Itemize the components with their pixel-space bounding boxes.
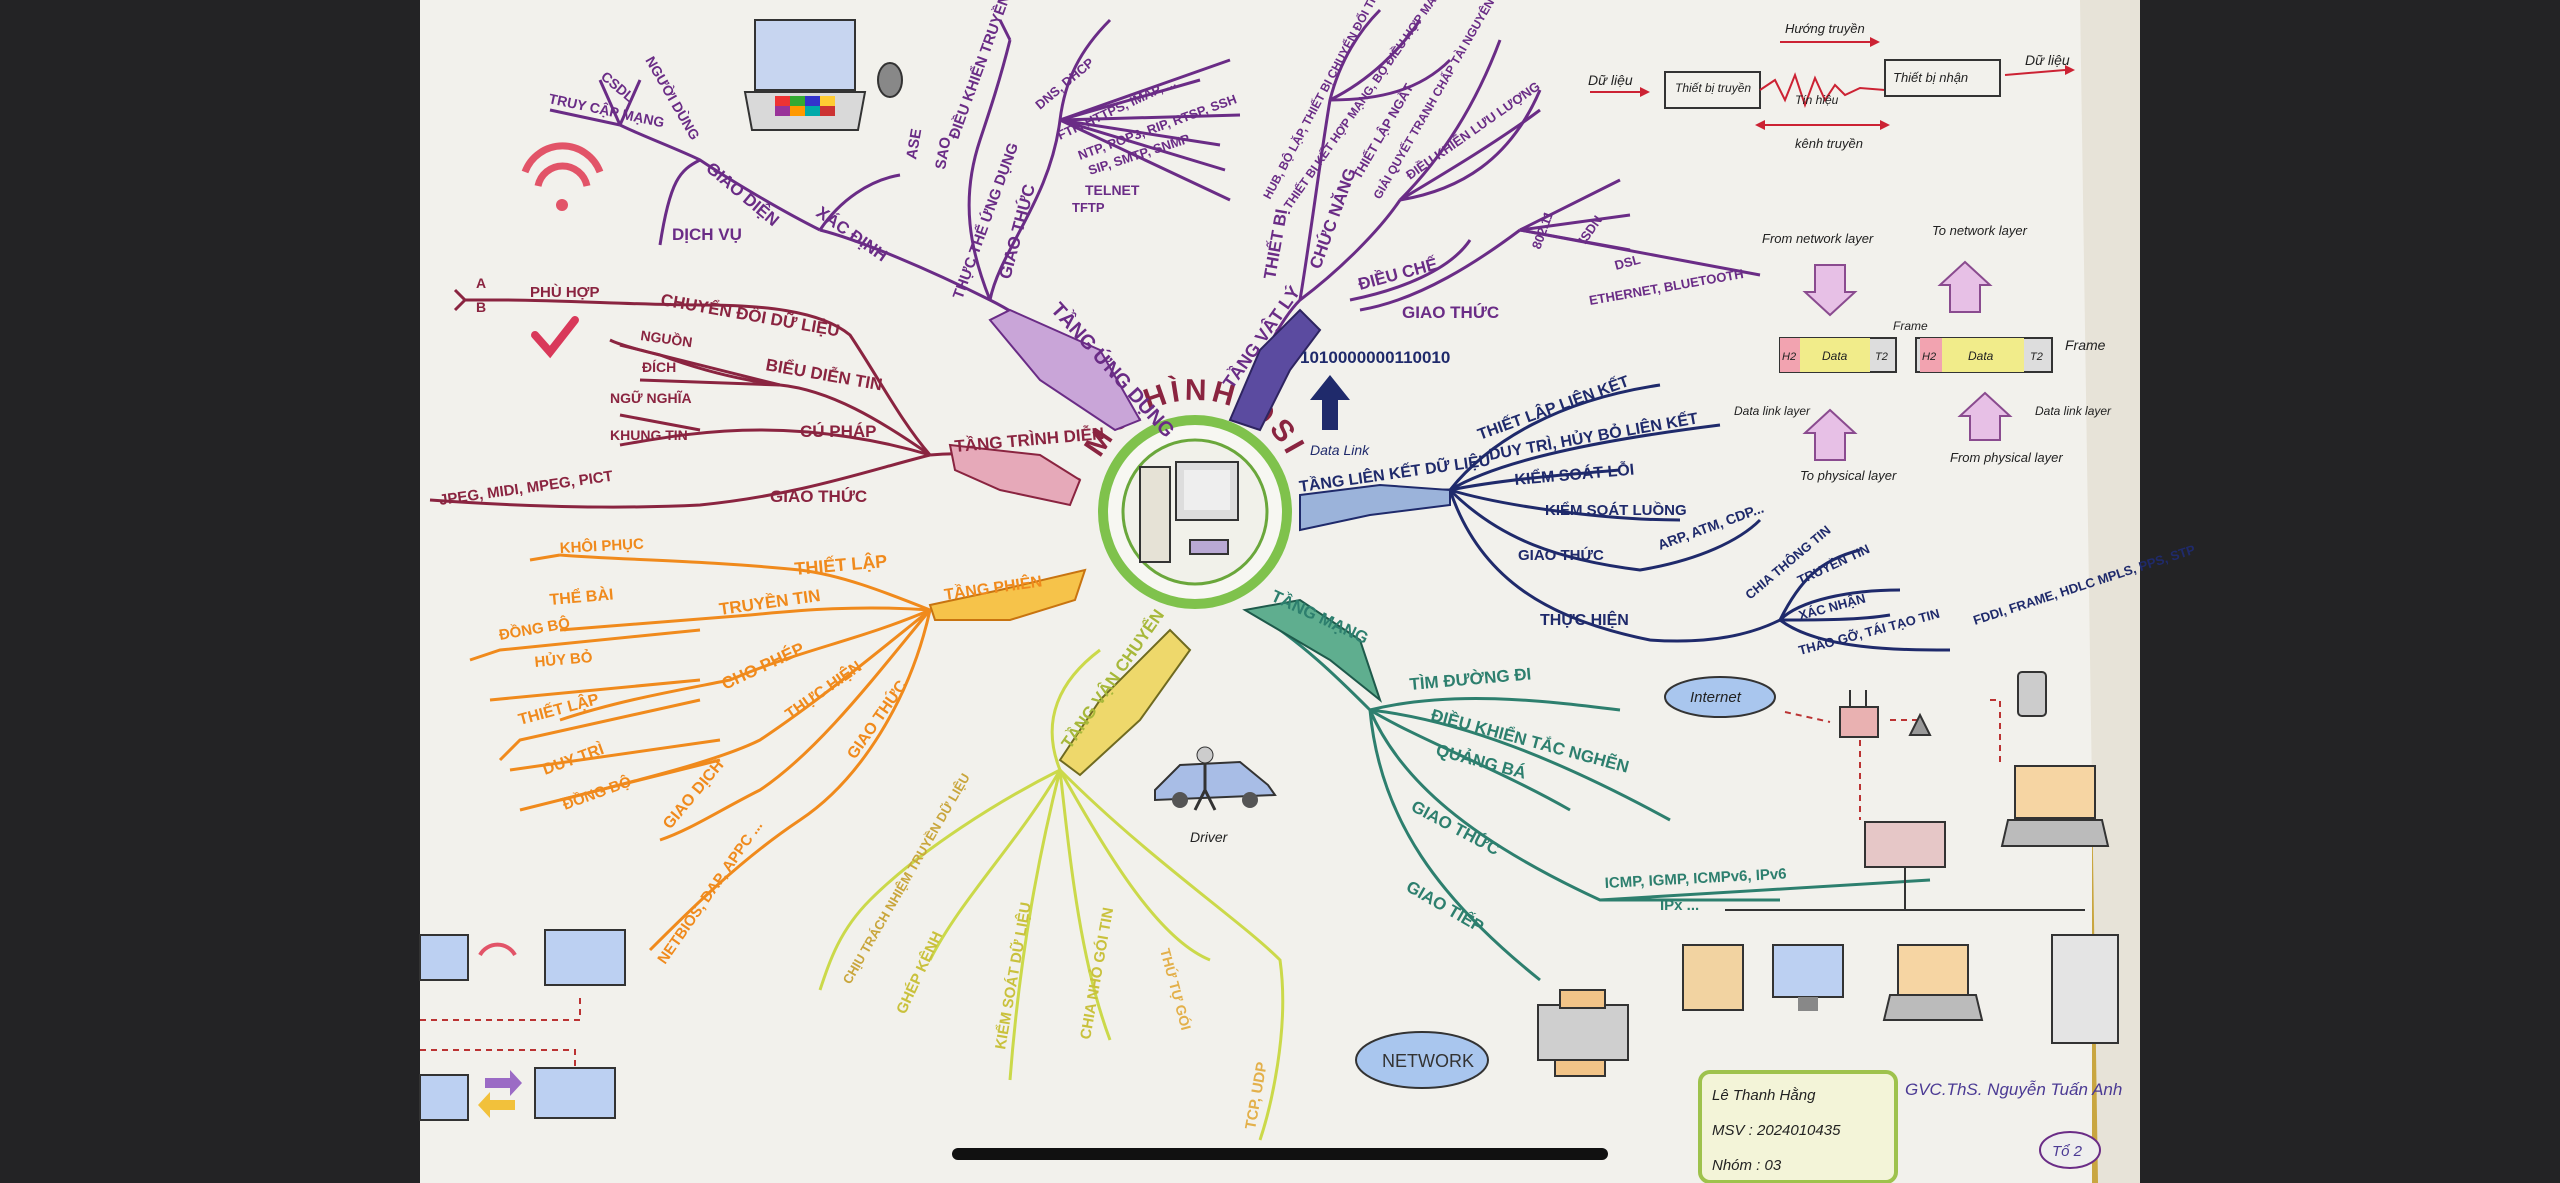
network-layer bbox=[1249, 608, 1931, 982]
dl-branch-3: KIỂM SOÁT LUỒNG bbox=[1545, 501, 1687, 519]
frame-label: Frame bbox=[1893, 319, 1928, 333]
laptop-right-icon bbox=[2000, 765, 2110, 847]
dl-branch-4: GIAO THỨC bbox=[1518, 546, 1604, 564]
app-branch-ase: ASE bbox=[903, 127, 925, 160]
pres-leaf-khung-tin: KHUNG TIN bbox=[610, 427, 688, 443]
pres-leaf-dich: ĐÍCH bbox=[642, 359, 676, 375]
pres-leaf-phu-hop: PHÙ HỢP bbox=[530, 283, 599, 301]
switch-icon bbox=[1725, 821, 2085, 911]
credit-teacher: GVC.ThS. Nguyễn Tuấn Anh bbox=[1905, 1080, 2122, 1099]
phys-proto-2: DSL bbox=[1613, 252, 1642, 273]
frame-dll-right: Data link layer bbox=[2035, 404, 2112, 418]
transport-banner bbox=[1058, 628, 1192, 777]
transport-layer bbox=[818, 648, 1285, 1141]
application-banner bbox=[988, 308, 1142, 432]
credit-team: Tổ 2 bbox=[2052, 1143, 2083, 1160]
paper-curl bbox=[2080, 0, 2140, 1183]
bottom-left-computers bbox=[419, 929, 626, 1121]
laptop-bottom-icon bbox=[1882, 944, 1984, 1021]
server-tower-icon bbox=[1682, 944, 1744, 1011]
pres-ab-a: A bbox=[476, 275, 486, 291]
credit-group: Nhóm : 03 bbox=[1712, 1157, 1782, 1174]
dl-branch-5: THỰC HIỆN bbox=[1540, 610, 1629, 629]
presentation-layer bbox=[429, 288, 1081, 509]
mouse-icon bbox=[877, 62, 903, 98]
home-indicator[interactable] bbox=[952, 1148, 1608, 1160]
app-branch-dich-vu: DỊCH VỤ bbox=[672, 225, 742, 244]
phone-icon bbox=[2017, 671, 2047, 717]
monitor-icon bbox=[1772, 944, 1844, 1011]
frame-from-physical: From physical layer bbox=[1950, 450, 2063, 465]
pres-branch-giao-thuc: GIAO THỨC bbox=[770, 487, 867, 506]
credits-box bbox=[1698, 1070, 1898, 1183]
car-icon bbox=[1154, 746, 1277, 811]
network-cloud-icon bbox=[1355, 1031, 1489, 1089]
session-banner bbox=[928, 568, 1087, 621]
app-branch-sao: SAO bbox=[932, 135, 954, 170]
frame-label-right: Frame bbox=[2065, 337, 2106, 353]
printer-icon bbox=[1537, 989, 1629, 1077]
up-arrow-icon bbox=[1310, 375, 1350, 430]
credit-name: Lê Thanh Hằng bbox=[1712, 1087, 1816, 1104]
sess-leaf-0: KHÔI PHỤC bbox=[559, 535, 644, 557]
pres-leaf-ngu-nghia: NGỮ NGHĨA bbox=[610, 389, 692, 406]
frame-dll-left: Data link layer bbox=[1734, 404, 1811, 418]
pres-ab-b: B bbox=[476, 299, 486, 315]
team-badge bbox=[2039, 1131, 2101, 1169]
sig-direction: Hướng truyền bbox=[1785, 21, 1865, 36]
frame-h2-right: H2 bbox=[1922, 351, 1936, 363]
sig-source: Dữ liệu bbox=[1588, 72, 1633, 88]
physical-banner bbox=[1228, 308, 1322, 432]
sig-dest: Dữ liệu bbox=[2025, 52, 2070, 68]
driver-label: Driver bbox=[1190, 829, 1229, 845]
network-banner bbox=[1242, 598, 1383, 703]
net-protocols-1: IPx ... bbox=[1660, 897, 1699, 914]
sig-transmitter: Thiết bị truyền bbox=[1675, 81, 1751, 95]
datalink-banner bbox=[1299, 483, 1451, 532]
frame-data-right: Data bbox=[1968, 349, 1994, 363]
frame-h2-left: H2 bbox=[1782, 351, 1796, 363]
frame-data-left: Data bbox=[1822, 349, 1848, 363]
phys-branch-giao-thuc: GIAO THỨC bbox=[1402, 303, 1499, 322]
phys-bits: 1010000000110010 bbox=[1300, 348, 1450, 367]
app-proto-5: TFTP bbox=[1072, 200, 1105, 215]
frame-from-network: From network layer bbox=[1762, 231, 1874, 246]
sig-channel: kênh truyền bbox=[1795, 136, 1863, 151]
sig-receiver: Thiết bị nhận bbox=[1893, 70, 1968, 85]
presentation-banner bbox=[948, 443, 1082, 507]
signal-diagram bbox=[1590, 37, 2075, 130]
physical-layer bbox=[1238, 8, 1761, 411]
internet-label: Internet bbox=[1690, 689, 1742, 706]
datalink-layer bbox=[1299, 383, 1951, 652]
sig-signal: Tín hiệu bbox=[1795, 93, 1839, 107]
tower-pc-icon bbox=[2051, 934, 2119, 1044]
wifi-icon bbox=[521, 142, 604, 211]
app-proto-4: TELNET bbox=[1085, 182, 1140, 198]
frame-to-physical: To physical layer bbox=[1800, 468, 1897, 483]
router-icon bbox=[1839, 690, 1879, 738]
credit-msv: MSV : 2024010435 bbox=[1712, 1122, 1841, 1139]
osi-center-logo bbox=[1098, 415, 1292, 609]
pres-branch-cu-phap: CÚ PHÁP bbox=[800, 422, 877, 441]
access-point-icon bbox=[1908, 712, 1932, 736]
frame-t2-left: T2 bbox=[1875, 351, 1888, 363]
internet-cloud-icon bbox=[1664, 676, 1776, 718]
frame-t2-right: T2 bbox=[2030, 351, 2043, 363]
frame-to-network: To network layer bbox=[1932, 223, 2028, 238]
sess-leaf-3: HỦY BỎ bbox=[534, 648, 594, 671]
network-cloud-label: NETWORK bbox=[1382, 1051, 1474, 1071]
topology-links bbox=[1784, 699, 2001, 820]
phys-data-link-label: Data Link bbox=[1310, 442, 1370, 458]
session-layer bbox=[469, 553, 1081, 952]
frame-diagram bbox=[1779, 260, 2053, 461]
laptop-icon bbox=[743, 19, 867, 131]
checkmark-icon bbox=[531, 316, 579, 359]
